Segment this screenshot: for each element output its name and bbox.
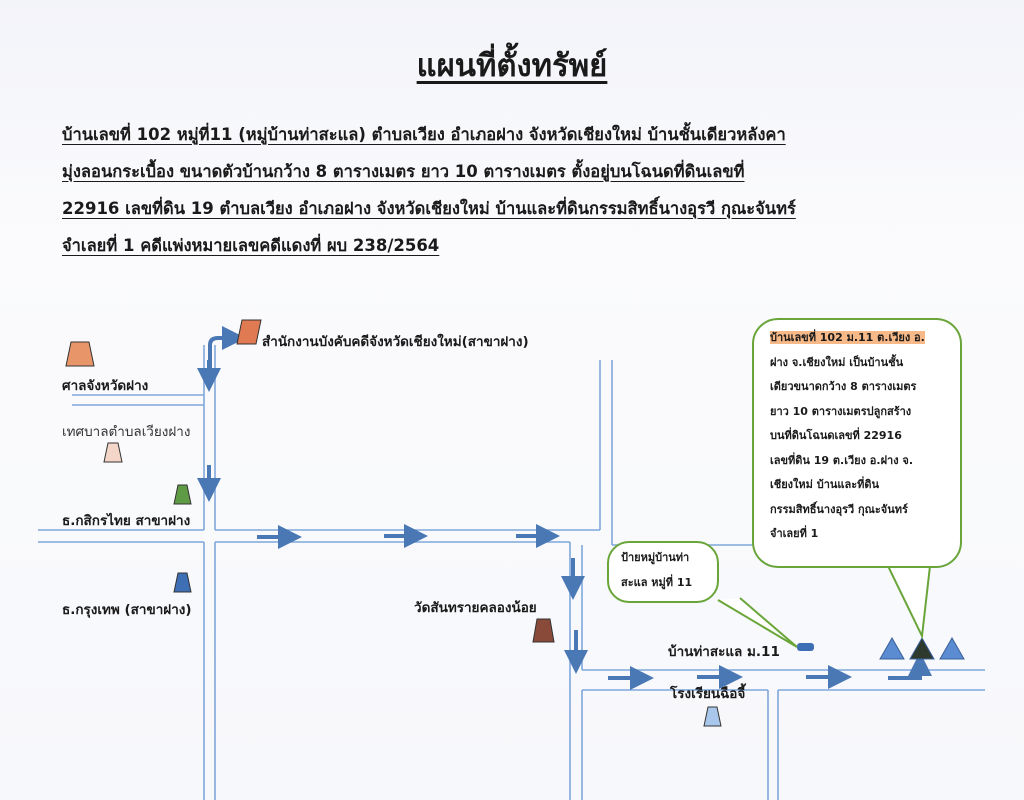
landmark-label: วัดสันทรายคลองน้อย bbox=[414, 600, 537, 616]
property-callout: บ้านเลขที่ 102 ม.11 ต.เวียง อ. ฝาง จ.เชี… bbox=[752, 318, 962, 568]
building-icon bbox=[173, 484, 192, 505]
description-line: 22916 เลขที่ดิน 19 ตำบลเวียง อำเภอฝาง จั… bbox=[62, 199, 796, 218]
landmark-label: เทศบาลตำบลเวียงฝาง bbox=[62, 424, 191, 440]
house-icon bbox=[879, 636, 905, 660]
landmark-label: สำนักงานบังคับคดีจังหวัดเชียงใหม่(สาขาฝา… bbox=[262, 334, 529, 350]
building-icon bbox=[173, 572, 192, 593]
landmark-label: ธ.กรุงเทพ (สาขาฝาง) bbox=[62, 602, 192, 618]
building-icon bbox=[65, 341, 95, 367]
building-icon bbox=[703, 706, 722, 727]
target-house-icon bbox=[909, 636, 935, 660]
building-icon bbox=[103, 442, 123, 463]
landmark-label: ศาลจังหวัดฝาง bbox=[62, 378, 149, 394]
callout-line: บนที่ดินโฉนดเลขที่ 22916 bbox=[770, 429, 902, 442]
callout-line: เดียวขนาดกว้าง 8 ตารางเมตร bbox=[770, 380, 917, 393]
callout-line: กรรมสิทธิ์นางอุรวี กุณะจันทร์ bbox=[770, 502, 908, 516]
house-icon bbox=[939, 636, 965, 660]
landmark-label: โรงเรียนฉือจี้ bbox=[670, 686, 746, 702]
callout-line: ป้ายหมู่บ้านท่า bbox=[621, 551, 690, 564]
callout-line: จำเลยที่ 1 bbox=[770, 527, 819, 540]
building-icon bbox=[236, 319, 262, 345]
callout-line: เลขที่ดิน 19 ต.เวียง อ.ฝาง จ. bbox=[770, 453, 914, 467]
route-arrows bbox=[197, 326, 932, 690]
landmark-label: บ้านท่าสะแล ม.11 bbox=[668, 644, 780, 660]
landmark-label: ธ.กสิกรไทย สาขาฝาง bbox=[62, 513, 191, 529]
description-line: บ้านเลขที่ 102 หมู่ที่11 (หมู่บ้านท่าสะแ… bbox=[62, 125, 786, 144]
callout-highlight: บ้านเลขที่ 102 ม.11 ต.เวียง อ. bbox=[770, 331, 925, 344]
building-icon bbox=[532, 618, 555, 643]
description-line: จำเลยที่ 1 คดีแพ่งหมายเลขคดีแดงที่ ผบ 23… bbox=[62, 236, 440, 255]
callout-line: สะแล หมู่ที่ 11 bbox=[621, 575, 693, 589]
property-description: บ้านเลขที่ 102 หมู่ที่11 (หมู่บ้านท่าสะแ… bbox=[62, 116, 947, 264]
callout-line: ฝาง จ.เชียงใหม่ เป็นบ้านชั้น bbox=[770, 355, 904, 369]
sign-callout: ป้ายหมู่บ้านท่า สะแล หมู่ที่ 11 bbox=[607, 541, 719, 603]
callout-line: เชียงใหม่ บ้านและที่ดิน bbox=[770, 478, 880, 491]
description-line: มุ่งลอนกระเบื้อง ขนาดตัวบ้านกว้าง 8 ตารา… bbox=[62, 162, 745, 181]
sign-icon bbox=[797, 643, 814, 651]
callout-tails bbox=[717, 565, 931, 648]
page-title: แผนที่ตั้งทรัพย์ bbox=[416, 48, 608, 84]
callout-line: ยาว 10 ตารางเมตรปลูกสร้าง bbox=[770, 404, 912, 418]
